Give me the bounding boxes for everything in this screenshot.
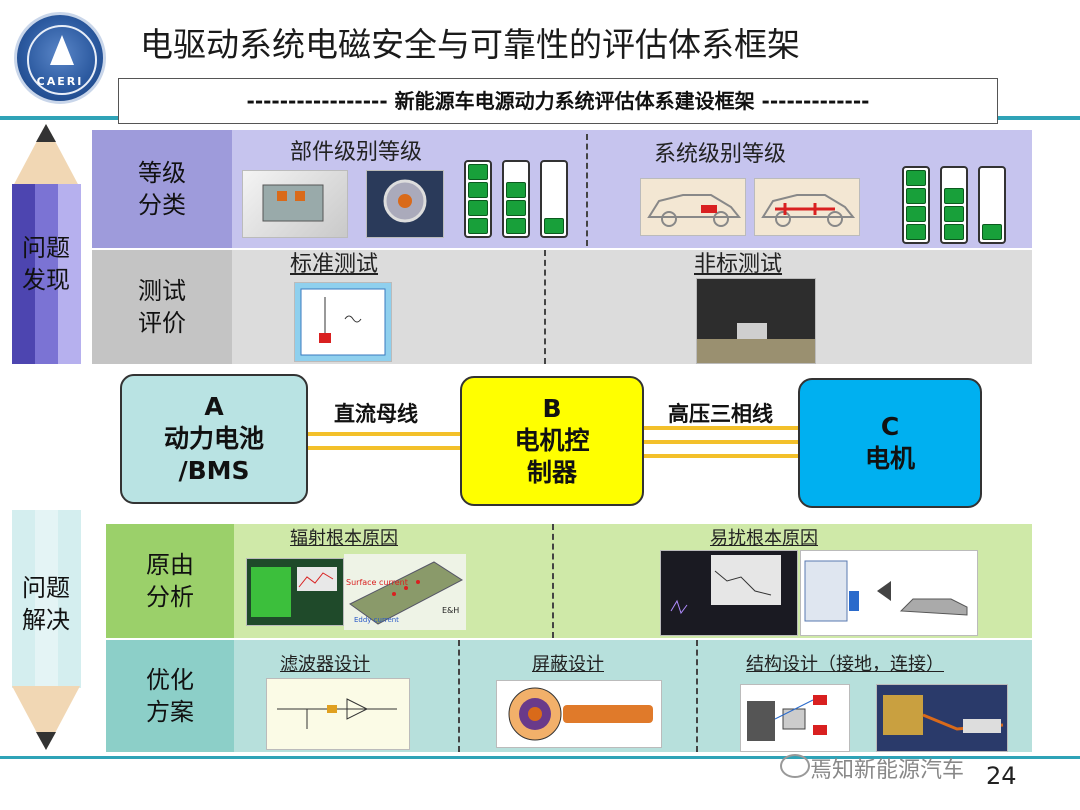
dc-bus-label: 直流母线 — [334, 402, 418, 426]
structure-design-title: 结构设计（接地，连接） — [746, 654, 944, 675]
row-label-optimize: 优化 方案 — [106, 640, 234, 752]
pencil-tip-icon — [12, 124, 80, 188]
divider — [586, 134, 588, 246]
battery-segment — [982, 224, 1002, 240]
connection-structure-photo — [876, 684, 1008, 752]
hv-3phase-wire — [640, 426, 800, 430]
row-label-cause: 原由 分析 — [106, 524, 234, 638]
battery-level-icon — [540, 160, 568, 238]
battery-segment — [944, 224, 964, 240]
battery-level-icon — [502, 160, 530, 238]
pencil-problem-solving: 问题 解决 — [12, 510, 81, 750]
battery-segment — [468, 164, 488, 180]
battery-segment — [906, 206, 926, 222]
hv-3phase-wire — [640, 454, 800, 458]
pencil-label-top: 问题 发现 — [22, 234, 70, 294]
radiation-cause-title: 辐射根本原因 — [290, 528, 398, 549]
block-motor-controller: B 电机控 制器 — [460, 376, 644, 506]
component-image-motor — [366, 170, 444, 238]
filter-schematic — [266, 678, 410, 750]
standard-test-title: 标准测试 — [290, 252, 379, 277]
battery-segment — [906, 224, 926, 240]
eddy-current-label: Eddy current — [354, 616, 399, 624]
battery-level-icon — [902, 166, 930, 244]
dc-bus-wire — [306, 446, 462, 450]
battery-level-icon — [464, 160, 492, 238]
divider — [696, 640, 698, 752]
divider — [552, 524, 554, 638]
row-label-grading: 等级 分类 — [92, 130, 232, 248]
logo-text: CAERI — [36, 75, 84, 88]
standard-test-diagram — [294, 282, 392, 362]
radiation-sim-screenshot — [246, 558, 344, 626]
block-battery-bms: A 动力电池 /BMS — [120, 374, 308, 504]
shield-design-title: 屏蔽设计 — [532, 654, 604, 675]
nonstandard-test-title: 非标测试 — [694, 252, 783, 277]
component-battery-levels — [464, 160, 574, 242]
eh-label: E&H — [442, 606, 460, 615]
hv-3phase-wire — [640, 440, 800, 444]
footer-divider — [0, 756, 1080, 759]
pencil-problem-discovery: 问题 发现 — [12, 124, 81, 364]
shielded-cable-diagram — [496, 680, 662, 748]
susceptibility-test-photo — [660, 550, 798, 636]
hv-3phase-label: 高压三相线 — [668, 402, 773, 426]
battery-level-icon — [940, 166, 968, 244]
anechoic-chamber-photo — [696, 278, 816, 364]
block-motor: C 电机 — [798, 378, 982, 508]
component-grade-title: 部件级别等级 — [290, 140, 423, 165]
battery-segment — [468, 218, 488, 234]
battery-segment — [944, 206, 964, 222]
divider — [458, 640, 460, 752]
battery-segment — [906, 188, 926, 204]
system-grade-title: 系统级别等级 — [654, 142, 787, 167]
battery-segment — [468, 200, 488, 216]
system-image-car-1 — [640, 178, 746, 236]
component-image-controller — [242, 170, 348, 238]
wechat-icon — [780, 754, 810, 778]
battery-segment — [468, 182, 488, 198]
caeri-logo: CAERI — [14, 12, 106, 104]
system-image-car-2 — [754, 178, 860, 236]
pencil-tip-icon — [12, 686, 80, 750]
page-title: 电驱动系统电磁安全与可靠性的评估体系框架 — [140, 25, 800, 64]
pencil-label-bottom: 问题 解决 — [22, 574, 70, 634]
dc-bus-wire — [306, 432, 462, 436]
susceptibility-setup-diagram — [800, 550, 978, 636]
system-battery-levels — [902, 166, 1012, 248]
row-label-testing: 测试 评价 — [92, 250, 232, 364]
divider — [544, 250, 546, 364]
grounding-diagram — [740, 684, 850, 752]
battery-segment — [944, 188, 964, 204]
susceptibility-cause-title: 易扰根本原因 — [710, 528, 818, 549]
row-testing: 测试 评价 标准测试 非标测试 — [92, 250, 1032, 364]
battery-segment — [506, 200, 526, 216]
surface-current-diagram: Surface current Eddy current E&H — [344, 554, 466, 630]
row-grading: 等级 分类 部件级别等级 系统级别等级 — [92, 130, 1032, 248]
battery-segment — [906, 170, 926, 186]
surface-current-label: Surface current — [346, 578, 408, 587]
battery-level-icon — [978, 166, 1006, 244]
row-cause-analysis: 原由 分析 辐射根本原因 易扰根本原因 Surface current Eddy… — [106, 524, 1032, 638]
battery-segment — [506, 218, 526, 234]
watermark-text: 焉知新能源汽车 — [810, 758, 965, 783]
page-number: 24 — [986, 762, 1017, 790]
subtitle-box: ----------------- 新能源车电源动力系统评估体系建设框架 ---… — [118, 78, 998, 124]
battery-segment — [544, 218, 564, 234]
filter-design-title: 滤波器设计 — [280, 654, 370, 675]
row-optimization: 优化 方案 滤波器设计 屏蔽设计 结构设计（接地，连接） — [106, 640, 1032, 752]
battery-segment — [506, 182, 526, 198]
